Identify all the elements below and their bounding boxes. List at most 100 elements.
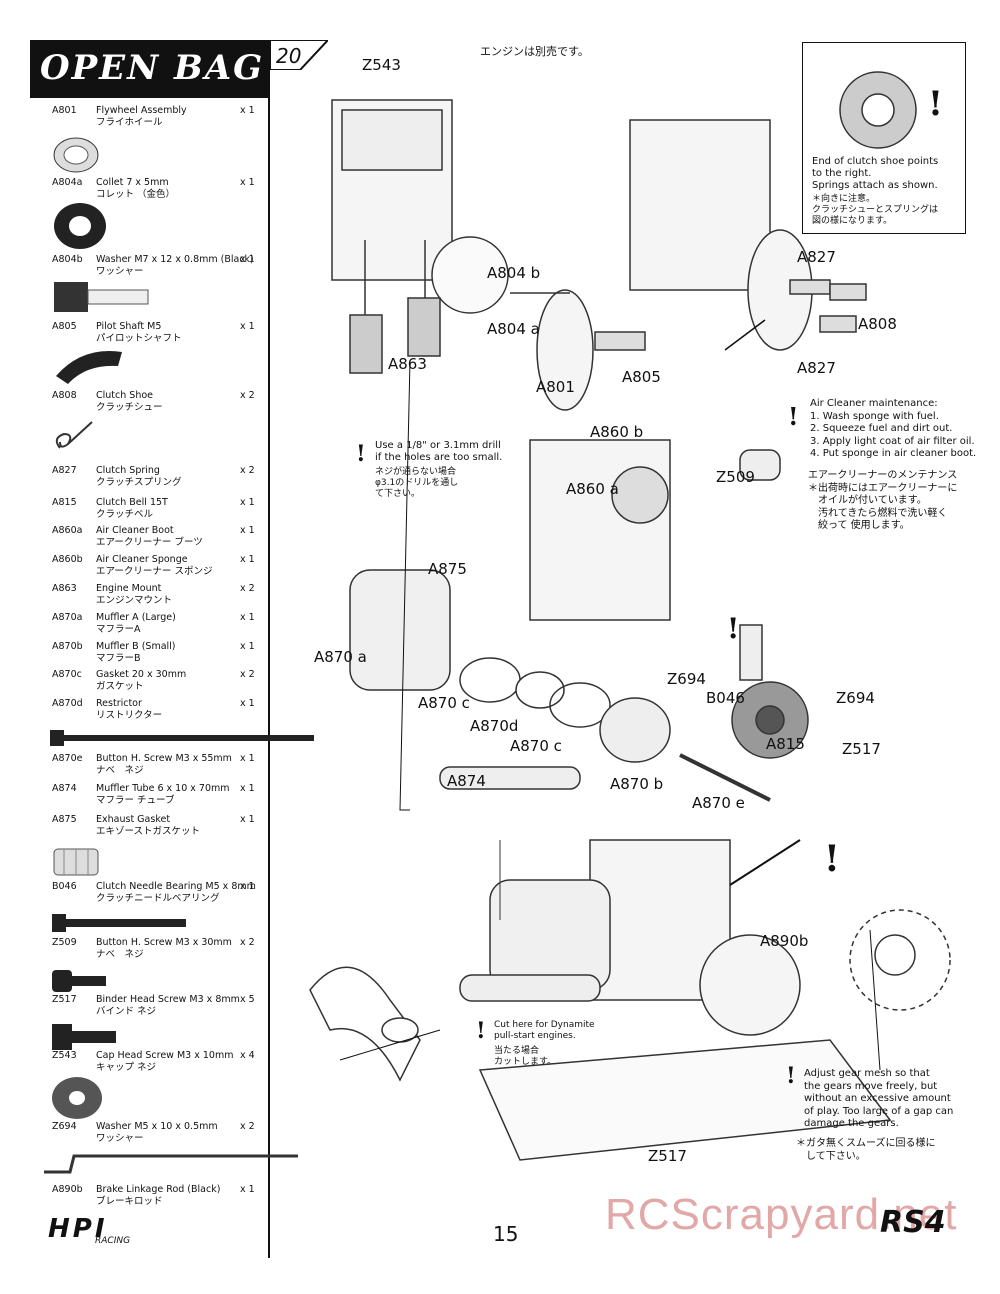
binder-screw-part-image	[52, 970, 106, 992]
part-name: Binder Head Screw M3 x 8mm	[96, 994, 240, 1005]
part-name-jp: エアークリーナー ブーツ	[96, 537, 203, 548]
part-code: A860b	[52, 554, 83, 565]
part-name: Flywheel Assembly	[96, 105, 187, 116]
aircleaner-note-en: Air Cleaner maintenance: 1. Wash sponge …	[810, 398, 977, 459]
part-name-jp: ワッシャー	[96, 1133, 144, 1144]
part-name: Engine Mount	[96, 583, 162, 594]
part-name: Clutch Needle Bearing M5 x 8mm	[96, 881, 256, 892]
warning-icon: !	[824, 838, 840, 880]
part-qty: x 2	[240, 669, 255, 680]
part-name: Button H. Screw M3 x 30mm	[96, 937, 232, 948]
part-name-jp: ワッシャー	[96, 266, 144, 277]
part-callout-label: A870 e	[692, 794, 745, 812]
clutch-note-en: End of clutch shoe points to the right. …	[812, 156, 939, 191]
part-callout-label: A870 b	[610, 775, 664, 793]
part-callout-label: A804 a	[487, 320, 540, 338]
screw-55mm-part-image	[50, 730, 314, 746]
part-callout-label: Z543	[362, 56, 401, 74]
part-callout-label: A804 b	[487, 264, 541, 282]
engine-middle-illustration	[349, 439, 809, 802]
brake-rod-part-image	[44, 1154, 298, 1174]
clutch-note-jp: ＊向きに注意。 クラッチシューとスプリングは 図の様になります。	[812, 194, 939, 226]
part-code: Z517	[52, 994, 77, 1005]
part-callout-label: A875	[428, 560, 467, 578]
part-qty: x 1	[240, 554, 255, 565]
warning-icon: !	[928, 84, 943, 124]
part-code: A870a	[52, 612, 83, 623]
warning-icon: !	[786, 1063, 796, 1089]
part-callout-label: Z517	[842, 740, 881, 758]
part-name-jp: マフラー チューブ	[96, 795, 175, 806]
part-name: Muffler B (Small)	[96, 641, 176, 652]
part-qty: x 1	[240, 177, 255, 188]
part-code: A801	[52, 105, 77, 116]
part-code: A827	[52, 465, 77, 476]
engine-top-left-illustration	[331, 99, 509, 374]
part-qty: x 2	[240, 1121, 255, 1132]
part-name: Clutch Shoe	[96, 390, 153, 401]
part-name: Clutch Bell 15T	[96, 497, 168, 508]
part-qty: x 2	[240, 583, 255, 594]
part-code: A870b	[52, 641, 83, 652]
part-name-jp: バインド ネジ	[96, 1006, 157, 1017]
part-callout-label: A815	[766, 735, 805, 753]
part-qty: x 1	[240, 814, 255, 825]
part-name-jp: エキゾーストガスケット	[96, 826, 201, 837]
part-code: A890b	[52, 1184, 83, 1195]
part-name-jp: ブレーキロッド	[96, 1196, 163, 1207]
step-number-box	[270, 40, 328, 70]
part-callout-label: A860 a	[566, 480, 619, 498]
part-callout-label: A870 c	[510, 737, 562, 755]
part-code: Z694	[52, 1121, 77, 1132]
engine-top-right-illustration	[629, 119, 867, 351]
gear-mesh-note-en: Adjust gear mesh so that the gears move …	[804, 1068, 954, 1129]
part-callout-label: A870 c	[418, 694, 470, 712]
part-qty: x 1	[240, 254, 255, 265]
part-name: Cap Head Screw M3 x 10mm	[96, 1050, 234, 1061]
part-name-jp: クラッチシュー	[96, 402, 163, 413]
hpi-logo: HPI	[48, 1214, 108, 1244]
clutch-spring-part-image	[55, 421, 93, 449]
drill-note-jp: ネジが通らない場合 φ3.1のドリルを通し て下さい。	[375, 467, 459, 499]
flywheel-part-image	[53, 137, 99, 173]
part-name-jp: マフラーB	[96, 653, 141, 664]
part-name-jp: クラッチニードルベアリング	[96, 893, 220, 904]
page-number: 15	[493, 1222, 519, 1246]
clutch-inset-illustration	[839, 71, 917, 149]
warning-icon: !	[788, 402, 799, 431]
part-callout-label: Z694	[836, 689, 875, 707]
clutch-shoe-part-image	[56, 351, 122, 384]
part-name-jp: キャップ ネジ	[96, 1062, 157, 1073]
part-name-jp: エアークリーナー スポンジ	[96, 566, 213, 577]
part-qty: x 2	[240, 465, 255, 476]
part-callout-label: A808	[858, 315, 897, 333]
part-callout-label: A870 a	[314, 648, 367, 666]
drill-note-en: Use a 1/8" or 3.1mm drill if the holes a…	[375, 440, 503, 463]
part-qty: x 1	[240, 753, 255, 764]
part-callout-label: A860 b	[590, 423, 644, 441]
cut-note-en: Cut here for Dynamite pull-start engines…	[494, 1020, 595, 1041]
part-callout-label: A827	[797, 248, 836, 266]
part-name: Gasket 20 x 30mm	[96, 669, 187, 680]
part-callout-label: A801	[536, 378, 575, 396]
product-logo: RS4	[880, 1205, 946, 1240]
pilot-shaft-part-image	[54, 282, 149, 312]
part-callout-label: A863	[388, 355, 427, 373]
needle-bearing-part-image	[53, 848, 99, 876]
part-name-jp: エンジンマウント	[96, 595, 173, 606]
part-code: B046	[52, 881, 77, 892]
part-qty: x 4	[240, 1050, 255, 1061]
bag-header-bar	[30, 40, 270, 98]
clutch-orientation-inset	[802, 42, 966, 234]
gear-mesh-note-jp: ＊ガタ無くスムーズに回る様に して下さい。	[796, 1138, 936, 1162]
part-qty: x 5	[240, 994, 255, 1005]
hpi-logo-sub: RACING	[95, 1236, 131, 1246]
washer-m5-part-image	[52, 1077, 102, 1119]
part-name-jp: パイロットシャフト	[96, 333, 182, 344]
part-callout-label: Z517	[648, 1147, 687, 1165]
part-qty: x 1	[240, 1184, 255, 1195]
assembly-diagram	[309, 71, 951, 1161]
part-name-jp: フライホイール	[96, 117, 163, 128]
part-callout-label: Z509	[716, 468, 755, 486]
part-qty: x 1	[240, 698, 255, 709]
